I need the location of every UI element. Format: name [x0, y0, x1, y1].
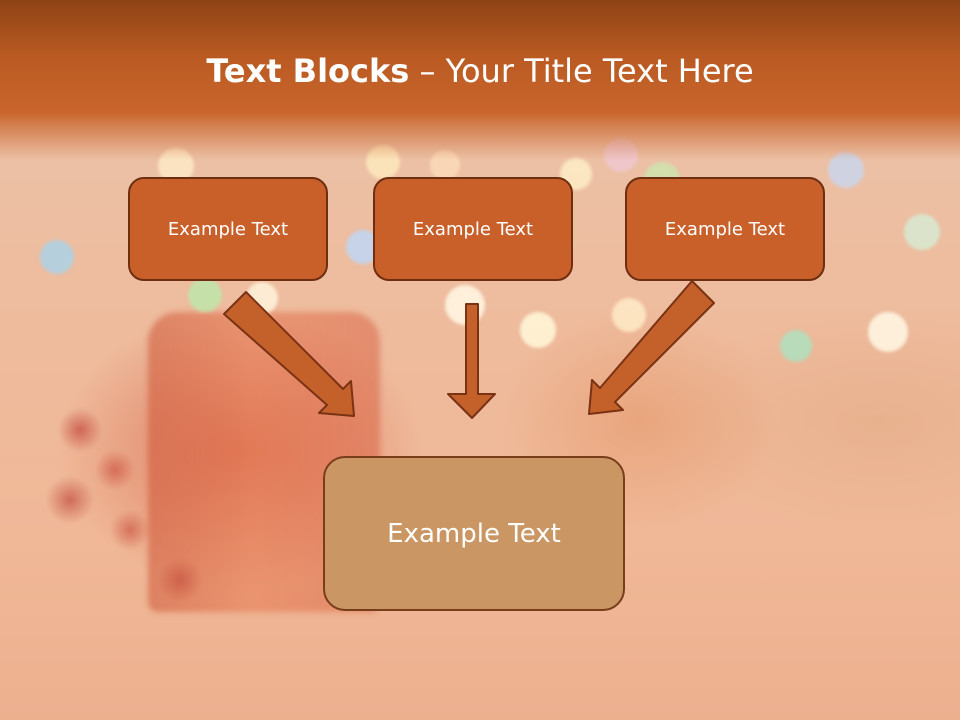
bokeh-light [188, 278, 222, 312]
slide-title-rest: – Your Title Text Here [409, 52, 754, 90]
slide-title-bold: Text Blocks [206, 52, 410, 90]
bokeh-light [868, 312, 908, 352]
text-block-3[interactable]: Example Text [625, 177, 825, 281]
slide-title: Text Blocks – Your Title Text Here [0, 52, 960, 90]
arrow-middle-down [447, 303, 496, 419]
header-band [0, 0, 960, 160]
target-text-block-label: Example Text [387, 518, 561, 549]
bokeh-light [780, 330, 812, 362]
bokeh-light [520, 312, 556, 348]
bokeh-light [40, 240, 74, 274]
text-block-3-label: Example Text [664, 218, 786, 240]
bokeh-light [612, 298, 646, 332]
arrow-left-to-center [223, 291, 355, 417]
target-text-block[interactable]: Example Text [323, 456, 625, 611]
text-block-2[interactable]: Example Text [373, 177, 573, 281]
text-block-1[interactable]: Example Text [128, 177, 328, 281]
arrow-right-to-center [588, 280, 715, 415]
bokeh-light [904, 214, 940, 250]
background-berries [20, 400, 220, 620]
text-block-2-label: Example Text [412, 218, 534, 240]
text-block-1-label: Example Text [167, 218, 289, 240]
